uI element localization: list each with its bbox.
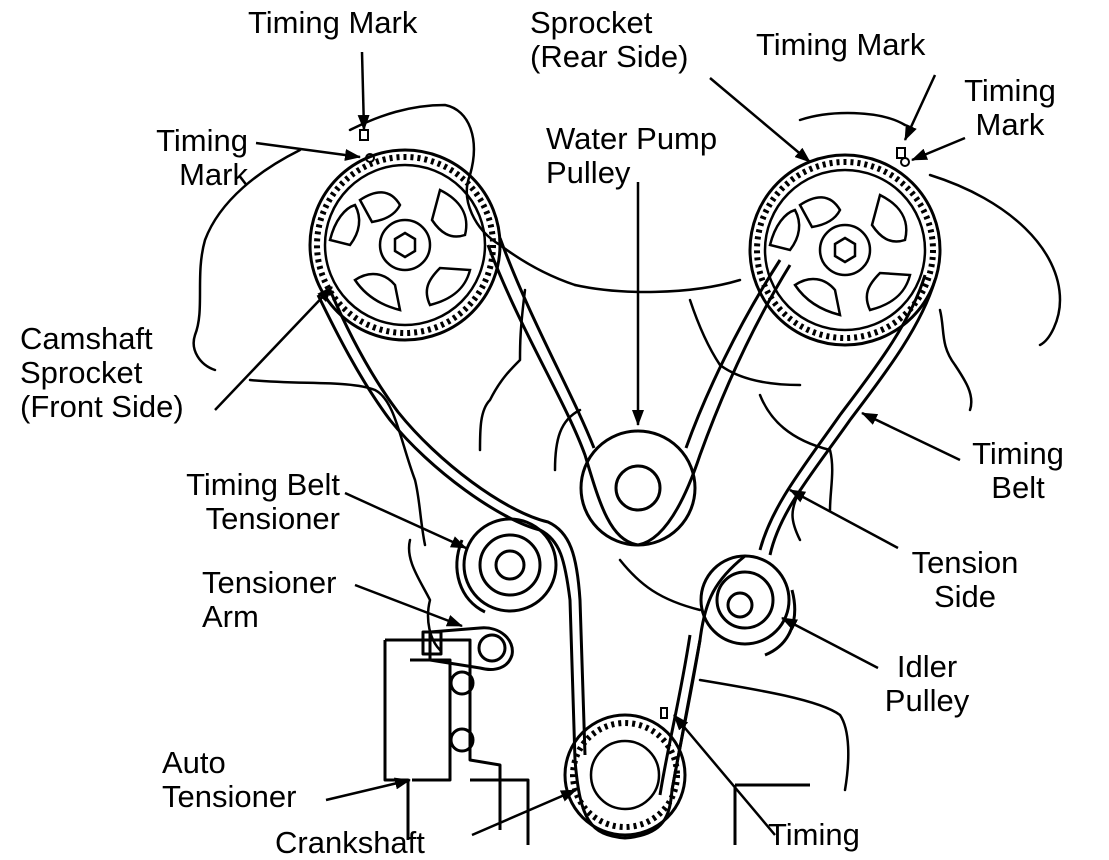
- label-timing-mark-top-left: Timing Mark: [248, 5, 418, 40]
- label-timing-belt-line-1: Timing: [972, 436, 1064, 471]
- label-idler-pulley-line-2: Pulley: [884, 683, 970, 718]
- label-timing-belt-line-2: Belt: [991, 470, 1045, 505]
- label-camshaft-sprocket-front-side: Camshaft Sprocket (Front Side): [20, 322, 184, 424]
- label-tension-side-line-2: Side: [933, 579, 997, 614]
- label-timing-mark-top-right: Timing Mark: [756, 27, 926, 62]
- label-crankshaft-partial: Crankshaft: [275, 825, 425, 860]
- label-timing-mark-right-line-1: Timing: [964, 73, 1056, 108]
- timing-belt-tensioner-pulley: [455, 517, 558, 614]
- label-tensioner-arm: Tensioner Arm: [202, 566, 336, 634]
- label-tensioner-arm-line-2: Arm: [202, 599, 259, 634]
- idler-pulley: [699, 554, 797, 657]
- label-sprocket-rear-side: Sprocket (Rear Side): [530, 6, 689, 74]
- label-auto-tensioner: Auto Tensioner: [162, 746, 296, 814]
- label-camshaft-sprocket-line-2: Sprocket: [20, 355, 143, 390]
- label-timing-belt: Timing Belt: [958, 437, 1078, 505]
- label-timing-mark-left-line-2: Mark: [179, 157, 248, 192]
- label-camshaft-sprocket-line-3: (Front Side): [20, 389, 184, 424]
- label-timing-belt-tensioner: Timing Belt Tensioner: [140, 468, 340, 536]
- water-pump-pulley: [579, 429, 697, 547]
- label-water-pump-pulley-line-1: Water Pump: [546, 121, 718, 156]
- label-water-pump-pulley-line-2: Pulley: [546, 155, 631, 190]
- label-timing-bottom-partial: Timing: [768, 817, 860, 852]
- label-timing-mark-right: Timing Mark: [955, 74, 1065, 142]
- label-tension-side: Tension Side: [895, 546, 1035, 614]
- label-timing-mark-left-line-1: Timing: [156, 123, 248, 158]
- left-camshaft-sprocket: [308, 129, 502, 342]
- right-camshaft-sprocket: [748, 147, 942, 347]
- crankshaft-sprocket: [563, 707, 687, 837]
- label-tensioner-arm-line-1: Tensioner: [202, 565, 337, 600]
- engine-outline: [192, 103, 1062, 792]
- label-timing-belt-tensioner-line-2: Tensioner: [205, 501, 340, 536]
- label-camshaft-sprocket-line-1: Camshaft: [20, 321, 153, 356]
- auto-tensioner-assembly: [383, 626, 810, 845]
- label-timing-mark-left: Timing Mark: [130, 124, 248, 192]
- label-sprocket-rear-side-line-1: Sprocket: [530, 5, 653, 40]
- leader-lines: [214, 51, 966, 837]
- label-water-pump-pulley: Water Pump Pulley: [546, 122, 717, 190]
- label-auto-tensioner-line-1: Auto: [162, 745, 226, 780]
- timing-belt: [316, 237, 937, 840]
- label-auto-tensioner-line-2: Tensioner: [162, 779, 297, 814]
- label-timing-mark-right-line-2: Mark: [975, 107, 1045, 142]
- label-timing-belt-tensioner-line-1: Timing Belt: [186, 467, 340, 502]
- label-tension-side-line-1: Tension: [911, 545, 1019, 580]
- label-idler-pulley-line-1: Idler: [896, 649, 958, 684]
- label-sprocket-rear-side-line-2: (Rear Side): [530, 39, 689, 74]
- label-idler-pulley: Idler Pulley: [872, 650, 982, 718]
